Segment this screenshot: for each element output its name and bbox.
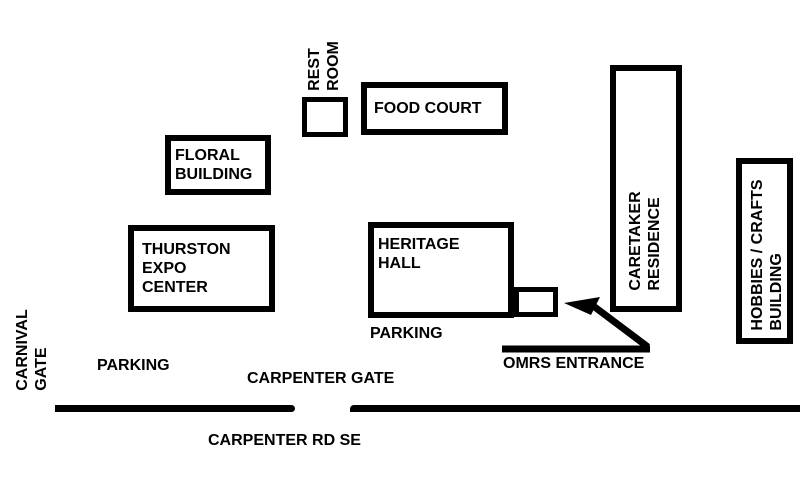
carpenter-road-label: CARPENTER RD SE: [208, 432, 361, 449]
floral-building: FLORAL BUILDING: [165, 135, 271, 195]
food-court-building: FOOD COURT: [361, 82, 508, 135]
heritage-hall-label-line1: HERITAGE: [378, 236, 460, 253]
rest-room-label: REST ROOM: [305, 41, 343, 91]
rest-room-building: [302, 97, 348, 137]
floral-building-label-line2: BUILDING: [175, 166, 253, 183]
parking-central-label: PARKING: [370, 325, 443, 342]
caretaker-label-line1: CARETAKER: [627, 191, 644, 291]
parking-west-label: PARKING: [97, 357, 170, 374]
heritage-hall-annex-building: [514, 287, 558, 317]
food-court-label: FOOD COURT: [374, 100, 482, 117]
thurston-label-line3: CENTER: [142, 279, 208, 296]
carpenter-gate-label: CARPENTER GATE: [247, 370, 395, 387]
thurston-label-line1: THURSTON: [142, 241, 231, 258]
hobbies-label-line2: BUILDING: [768, 253, 785, 331]
carnival-gate-label-line2: GATE: [33, 347, 50, 391]
carpenter-road-segment-west: [55, 405, 295, 412]
hobbies-crafts-label: HOBBIES / CRAFTS BUILDING: [748, 179, 786, 330]
heritage-hall-label-line2: HALL: [378, 255, 421, 272]
carnival-gate-label-line1: CARNIVAL: [14, 309, 31, 391]
caretaker-residence-building: [610, 65, 682, 312]
hobbies-crafts-building: [736, 158, 793, 344]
hobbies-label-line1: HOBBIES / CRAFTS: [749, 179, 766, 331]
carnival-gate-label: CARNIVAL GATE: [13, 309, 51, 390]
floral-building-label-line1: FLORAL: [175, 147, 240, 164]
carpenter-road-segment-east: [350, 405, 800, 412]
rest-room-label-line1: REST: [306, 48, 323, 91]
omrs-entrance-label: OMRS ENTRANCE: [503, 355, 645, 372]
thurston-expo-center-building: THURSTON EXPO CENTER: [128, 225, 275, 312]
caretaker-label-line2: RESIDENCE: [646, 197, 663, 291]
rest-room-label-line2: ROOM: [325, 41, 342, 91]
heritage-hall-building: HERITAGE HALL: [368, 222, 514, 318]
caretaker-residence-label: CARETAKER RESIDENCE: [626, 191, 664, 290]
thurston-label-line2: EXPO: [142, 260, 187, 277]
omrs-arrow-head-icon: [564, 297, 600, 315]
